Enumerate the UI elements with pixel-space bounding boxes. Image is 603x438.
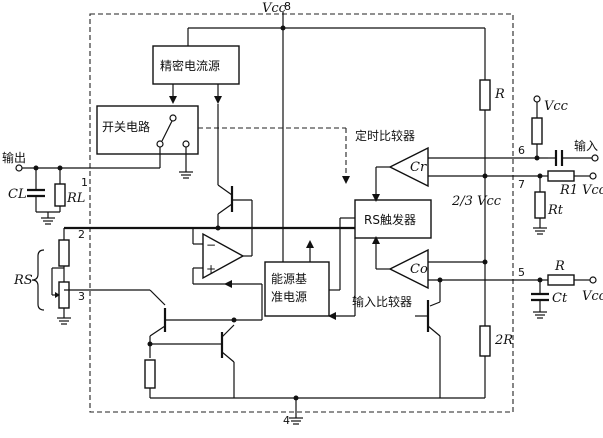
- energy-gap-reference-line2: 准电源: [271, 290, 307, 304]
- precision-current-source-box: [152, 45, 240, 85]
- r1-resistor: [547, 170, 575, 182]
- switch-circuit-label: 开关电路: [102, 119, 150, 134]
- pin3-label: 3: [78, 290, 85, 303]
- rs-brace: [31, 249, 45, 311]
- rt-label: Rt: [547, 203, 564, 218]
- ct-label: Ct: [552, 291, 568, 306]
- divider-resistor-2r: [479, 325, 491, 357]
- q-right-e: [427, 325, 441, 337]
- vcc-terminal-top[interactable]: [533, 95, 541, 103]
- pin5-resistor: [547, 274, 575, 286]
- divider-r-label: R: [494, 87, 505, 102]
- output-terminal[interactable]: [15, 164, 23, 172]
- vcc-terminal-r1[interactable]: [589, 172, 597, 180]
- chip-boundary: [89, 13, 514, 413]
- q-lower2-e: [221, 351, 235, 363]
- rt-resistor: [534, 191, 546, 219]
- input-label: 输入: [574, 138, 598, 153]
- q-lower2-c: [221, 324, 235, 338]
- pin6-node: [534, 155, 540, 161]
- rs-trigger-label: RS触发器: [364, 212, 416, 227]
- cr-label: Cr: [410, 160, 427, 175]
- output-label: 输出: [2, 150, 26, 165]
- q-upper-collector: [217, 184, 233, 196]
- wiper-arrow: [55, 292, 60, 298]
- pin4-label: 4: [283, 414, 290, 427]
- rs-resistor-2: [58, 281, 70, 309]
- pin5-r-label: R: [554, 259, 565, 274]
- rs-out-arrow: [328, 312, 336, 320]
- input-comparator-label: 输入比较器: [352, 294, 412, 309]
- cs-arrow-1-head: [169, 96, 177, 104]
- emitter-resistor: [144, 359, 156, 389]
- pin5-label: 5: [518, 266, 525, 279]
- switch-contact-top: [169, 114, 177, 122]
- energy-gap-reference-line1: 能源基: [271, 272, 307, 286]
- vcc-terminal-pin5[interactable]: [589, 276, 597, 284]
- energy-gap-reference-box: [264, 261, 330, 317]
- pin2-label: 2: [78, 228, 85, 241]
- timing-comparator: [388, 146, 429, 188]
- timing-comparator-label: 定时比较器: [355, 128, 415, 143]
- two-thirds-vcc-label: 2/3 Vcc: [451, 194, 502, 209]
- pin7-label: 7: [518, 178, 525, 191]
- q-lower1-c: [149, 289, 166, 306]
- vcc-pin5-label: Vcc: [582, 289, 603, 304]
- opamp-plus: +: [206, 262, 216, 276]
- vcc-r1-label: Vcc: [582, 183, 603, 198]
- q2-node: [147, 341, 153, 347]
- cs-arrow-2-head: [214, 96, 222, 104]
- rs-label: RS: [13, 273, 33, 288]
- pin8-label: 8: [284, 0, 291, 13]
- q-right-c: [429, 301, 441, 307]
- ext-vcc-label: Vcc: [544, 99, 569, 114]
- q-upper-emitter: [217, 203, 233, 215]
- input-comparator: [388, 248, 429, 290]
- precision-current-source-label: 精密电流源: [160, 58, 220, 73]
- ref-up-arrow-head: [306, 240, 314, 248]
- switch-blade: [161, 120, 173, 142]
- switch-circuit-box: [96, 105, 199, 155]
- cl-label: CL: [8, 187, 27, 202]
- rs-resistor-1: [58, 239, 70, 267]
- r1-label: R1: [559, 183, 578, 198]
- cr-arrow: [372, 194, 380, 202]
- op-amp: [202, 232, 245, 280]
- ext-resistor-pin6: [531, 117, 543, 145]
- opamp-minus: −: [206, 238, 216, 252]
- divider-resistor-r: [479, 79, 491, 111]
- q-lower1-e: [149, 325, 166, 337]
- divider-2r-label: 2R: [494, 333, 513, 348]
- co-arrow: [372, 236, 380, 244]
- pin1-label: 1: [81, 176, 88, 189]
- dash-arrow-head: [342, 176, 350, 184]
- rs-trigger-box: [354, 199, 432, 239]
- ref-arrow-head: [224, 280, 232, 288]
- co-label: Co: [410, 262, 428, 277]
- pin6-label: 6: [518, 144, 525, 157]
- pin2-node: [215, 225, 221, 231]
- input-terminal[interactable]: [591, 154, 599, 162]
- rl-label: RL: [66, 191, 85, 206]
- rl-resistor: [54, 183, 66, 207]
- gnd-bus-node: [293, 395, 299, 401]
- vcc-top-label: Vcc: [262, 1, 287, 16]
